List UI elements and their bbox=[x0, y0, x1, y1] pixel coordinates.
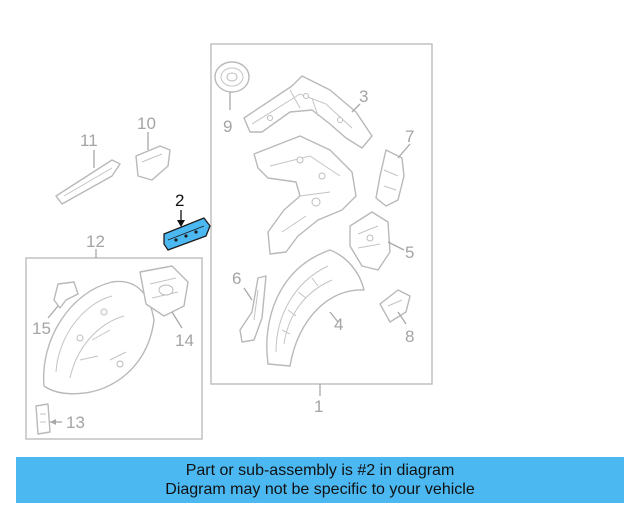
part-4-wheelhouse[interactable] bbox=[266, 249, 365, 367]
assembly-frame-1 bbox=[210, 43, 433, 385]
leader-4 bbox=[329, 311, 339, 323]
banner-line-1: Part or sub-assembly is #2 in diagram bbox=[185, 462, 455, 479]
callout-14[interactable]: 14 bbox=[175, 331, 194, 350]
leader-7 bbox=[397, 143, 411, 159]
part-15-clip[interactable] bbox=[53, 281, 79, 309]
info-banner: Part or sub-assembly is #2 in diagram Di… bbox=[16, 457, 624, 503]
callout-2[interactable]: 2 bbox=[175, 191, 184, 210]
callout-10[interactable]: 10 bbox=[137, 114, 156, 133]
parts-diagram: 1 12 9 3 7 5 bbox=[25, 43, 433, 440]
callout-3[interactable]: 3 bbox=[359, 87, 368, 106]
leader-14 bbox=[171, 311, 183, 329]
callout-13[interactable]: 13 bbox=[66, 413, 85, 432]
callout-7[interactable]: 7 bbox=[405, 127, 414, 146]
part-8-gusset[interactable] bbox=[379, 289, 411, 323]
part-7-bracket[interactable] bbox=[375, 149, 405, 207]
assembly-frame-12 bbox=[25, 257, 203, 440]
callout-12[interactable]: 12 bbox=[86, 232, 105, 251]
inner-quarter-panel bbox=[253, 135, 357, 255]
leader-15 bbox=[47, 305, 59, 319]
leader-8 bbox=[397, 311, 407, 325]
arrow-13 bbox=[50, 419, 56, 425]
part-14-panel[interactable] bbox=[139, 265, 189, 317]
callout-15[interactable]: 15 bbox=[32, 319, 51, 338]
part-6-stay[interactable] bbox=[239, 275, 267, 343]
part-12-inner-wheelhouse[interactable] bbox=[42, 280, 155, 395]
leader-3 bbox=[351, 103, 361, 113]
leader-5 bbox=[387, 241, 405, 251]
leader-6 bbox=[243, 287, 253, 301]
part-11-strip[interactable] bbox=[55, 159, 121, 205]
part-10-block[interactable] bbox=[135, 145, 171, 181]
part-5-side-bracket[interactable] bbox=[349, 211, 391, 271]
callout-11[interactable]: 11 bbox=[80, 131, 98, 150]
part-13-bracket[interactable] bbox=[35, 403, 51, 435]
arrow-2 bbox=[177, 220, 185, 227]
callout-1[interactable]: 1 bbox=[314, 397, 323, 416]
callout-9[interactable]: 9 bbox=[223, 117, 232, 136]
part-3-upper-rail[interactable] bbox=[243, 75, 373, 149]
banner-line-2: Diagram may not be specific to your vehi… bbox=[165, 481, 475, 498]
part-2-highlighted[interactable] bbox=[163, 217, 211, 251]
callout-8[interactable]: 8 bbox=[405, 327, 414, 346]
callout-5[interactable]: 5 bbox=[405, 243, 414, 262]
callout-4[interactable]: 4 bbox=[334, 315, 343, 334]
part-9-grommet[interactable] bbox=[214, 61, 250, 93]
callout-6[interactable]: 6 bbox=[232, 269, 241, 288]
